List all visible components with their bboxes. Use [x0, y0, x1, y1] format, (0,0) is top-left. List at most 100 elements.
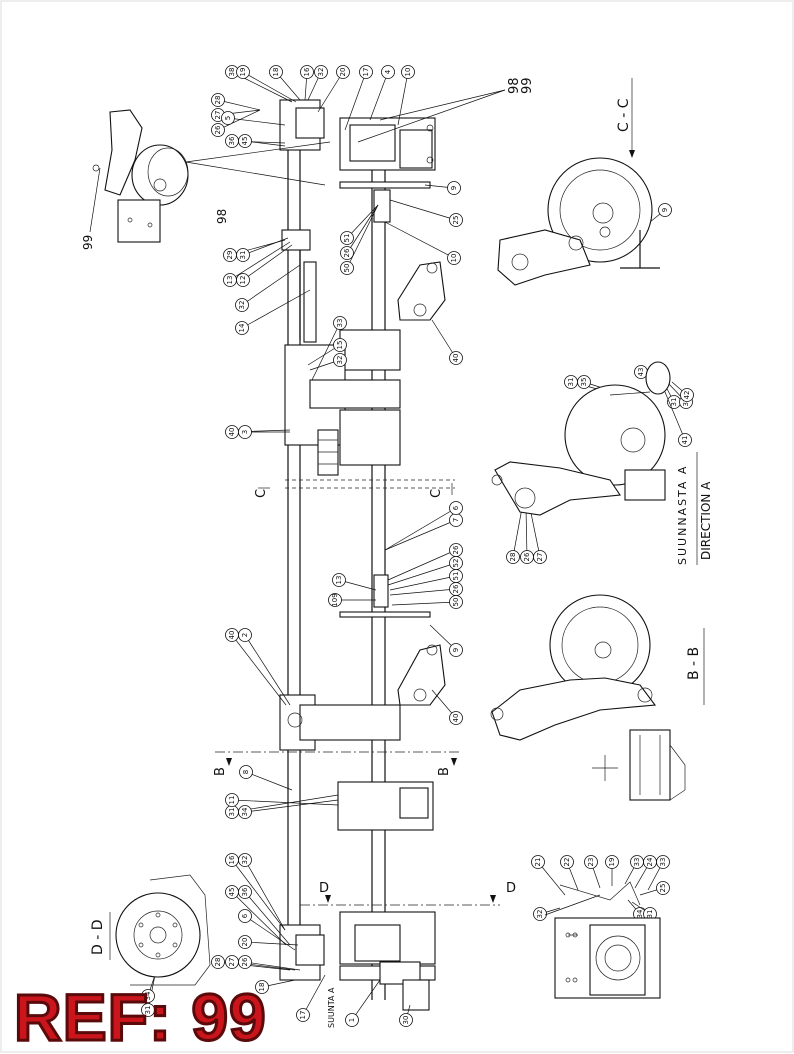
callout-bottom_left-16: 16 — [225, 853, 286, 931]
callout-number: 31 — [646, 910, 654, 919]
callout-circle — [238, 805, 252, 819]
callout-bottom_left-6: 6 — [238, 909, 296, 951]
callout-circle — [255, 980, 269, 994]
callout-number: 25 — [452, 216, 460, 225]
label-suunnasta-a: SUUNNASTA A — [676, 465, 689, 565]
callout-number: 26 — [452, 545, 460, 554]
callout-circle — [531, 855, 545, 869]
callout-circle — [449, 213, 463, 227]
callout-circle — [449, 643, 463, 657]
callout-shaft_upper-50: 50 — [340, 204, 379, 275]
callout-circle — [449, 595, 463, 609]
callout-number: 16 — [303, 67, 311, 76]
label-suunta-a: SUUNTA A — [327, 987, 336, 1028]
callout-number: 7 — [452, 518, 460, 522]
callout-bottom_left-36: 36 — [238, 885, 291, 946]
callout-number: 38 — [228, 68, 236, 77]
leader-line — [391, 601, 457, 606]
callout-number: 14 — [238, 323, 246, 332]
callout-number: 33 — [682, 398, 690, 407]
callout-shaft_mid-7: 7 — [384, 513, 463, 551]
callout-shaft_upper-26: 26 — [340, 204, 379, 260]
callout-bottom_mid-30: 30 — [399, 1004, 413, 1027]
callout-number: 31 — [239, 251, 247, 260]
callout-number: 26 — [343, 248, 351, 257]
callout-number: 10 — [404, 68, 412, 77]
callout-shaft_mid-50: 50 — [391, 595, 463, 609]
callout-view_dd_detail-19: 19 — [605, 855, 619, 886]
marker-b-right: B — [437, 767, 452, 776]
callout-shaft_mid-9: 9 — [429, 624, 463, 657]
leader-line — [389, 575, 457, 591]
callout-view_dd_detail-23: 23 — [584, 855, 601, 889]
callout-shaft_mid-26: 26 — [389, 582, 463, 596]
callout-number: 13 — [226, 276, 234, 285]
leader-line — [244, 634, 291, 706]
section-markers: C C B B D D SUUNTA A — [213, 483, 516, 1028]
callout-circle — [333, 316, 347, 330]
callout-circle — [225, 793, 239, 807]
callout-view_dd_detail-33: 33 — [624, 855, 644, 885]
callout-circle — [656, 881, 670, 895]
callout-circle — [658, 203, 672, 217]
callout-circle — [236, 273, 250, 287]
callout-number: 32 — [336, 356, 344, 365]
section-view-b-b: B - B — [490, 594, 705, 801]
callout-number: 109 — [331, 593, 339, 606]
leader-line — [344, 71, 367, 131]
leader-line — [242, 237, 289, 256]
callout-circle — [680, 388, 694, 402]
callout-circle — [447, 251, 461, 265]
callout-number: 16 — [228, 855, 236, 864]
callout-view_a-35: 35 — [577, 375, 625, 396]
callout-circle — [605, 855, 619, 869]
callout-number: 18 — [272, 68, 280, 77]
marker-c-left: C — [254, 489, 269, 498]
callout-number: 9 — [661, 208, 669, 212]
leader-line — [387, 562, 457, 586]
callout-circle — [447, 181, 461, 195]
callout-circle — [141, 989, 155, 1003]
leader-line — [231, 859, 286, 931]
callout-number: 6 — [452, 505, 460, 510]
leader-line — [229, 241, 291, 281]
callout-number: 20 — [339, 68, 347, 77]
section-view-c-c: C - C — [497, 78, 660, 286]
callout-shaft_mid-13: 13 — [332, 573, 377, 591]
callout-number: 8 — [242, 770, 250, 774]
callout-number: 36 — [241, 887, 249, 896]
callout-number: 26 — [214, 125, 222, 134]
callout-number: 26 — [523, 552, 531, 561]
callout-lower_left-2: 2 — [238, 628, 291, 706]
callout-number: 34 — [144, 991, 152, 1000]
callout-view_a-27: 27 — [529, 507, 547, 564]
callout-circle — [449, 351, 463, 365]
callout-view_a-42: 42 — [671, 381, 694, 402]
callout-number: 43 — [637, 368, 645, 377]
callout-number: 26 — [452, 584, 460, 593]
callout-circle — [333, 353, 347, 367]
leader-line — [529, 507, 541, 558]
perspective-inset: 98 99 — [81, 109, 229, 250]
callout-number: 51 — [452, 572, 460, 581]
callout-top_row-28: 28 — [211, 93, 261, 111]
callout-circle — [238, 955, 252, 969]
callout-circle — [296, 1008, 310, 1022]
leader-line — [384, 221, 455, 259]
leader-line — [244, 961, 301, 971]
callout-circle — [340, 261, 354, 275]
label-d-d: D - D — [90, 919, 106, 955]
callout-circle — [269, 65, 283, 79]
callout-upper_mid-31: 31 — [236, 237, 289, 262]
callout-number: 50 — [452, 598, 460, 607]
marker-b-left: B — [213, 767, 228, 776]
callout-circle — [381, 65, 395, 79]
callout-number: 21 — [534, 858, 542, 867]
leader-line — [241, 264, 301, 306]
callout-number: 4 — [384, 69, 392, 74]
callout-number: 20 — [241, 938, 249, 947]
callout-number: 34 — [636, 909, 644, 918]
marker-d-right: D — [506, 881, 516, 896]
callout-number: 40 — [228, 428, 236, 437]
callout-shaft_upper-10: 10 — [384, 221, 461, 265]
